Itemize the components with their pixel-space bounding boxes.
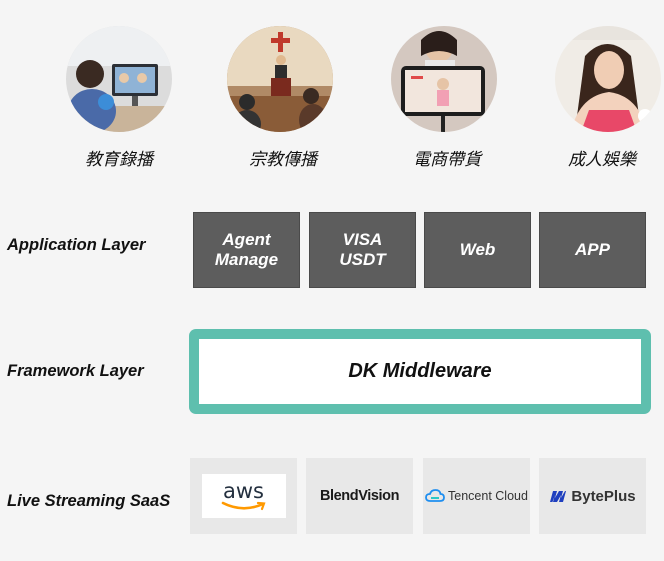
online-education-photo	[66, 26, 172, 132]
aws-smile-icon	[221, 501, 266, 511]
agent-manage-box: Agent Manage	[193, 212, 300, 288]
aws-logo-text: aws	[223, 479, 264, 503]
tencent-cloud-icon	[425, 489, 445, 502]
visa-usdt-box: VISA USDT	[309, 212, 416, 288]
tencent-provider-box: Tencent Cloud	[423, 458, 530, 534]
framework-layer-label: Framework Layer	[7, 362, 144, 380]
byteplus-icon	[550, 491, 567, 502]
byteplus-label: BytePlus	[571, 487, 636, 505]
framework-frame: DK Middleware	[189, 329, 651, 414]
byteplus-provider-box: BytePlus	[539, 458, 646, 534]
byteplus-logo: BytePlus	[549, 487, 636, 505]
use-case-label-ecommerce: 電商帶貨	[413, 150, 481, 170]
saas-layer-label: Live Streaming SaaS	[7, 492, 171, 510]
blendvision-logo: BlendVision	[319, 488, 400, 504]
use-case-label-education: 教育錄播	[85, 150, 153, 170]
app-box: APP	[539, 212, 646, 288]
web-box: Web	[424, 212, 531, 288]
blendvision-provider-box: BlendVision	[306, 458, 413, 534]
dk-middleware-box: DK Middleware	[199, 339, 641, 404]
tencent-cloud-label: Tencent Cloud	[448, 489, 528, 503]
application-layer-label: Application Layer	[7, 236, 146, 254]
live-commerce-photo	[391, 26, 497, 132]
tencent-cloud-logo: Tencent Cloud	[425, 489, 528, 503]
entertainment-host-photo	[555, 26, 661, 132]
use-case-label-religion: 宗教傳播	[249, 150, 317, 170]
aws-logo: aws	[201, 474, 286, 518]
aws-provider-box: aws	[190, 458, 297, 534]
church-sermon-photo	[227, 26, 333, 132]
use-case-label-entertainment: 成人娛樂	[568, 150, 636, 170]
